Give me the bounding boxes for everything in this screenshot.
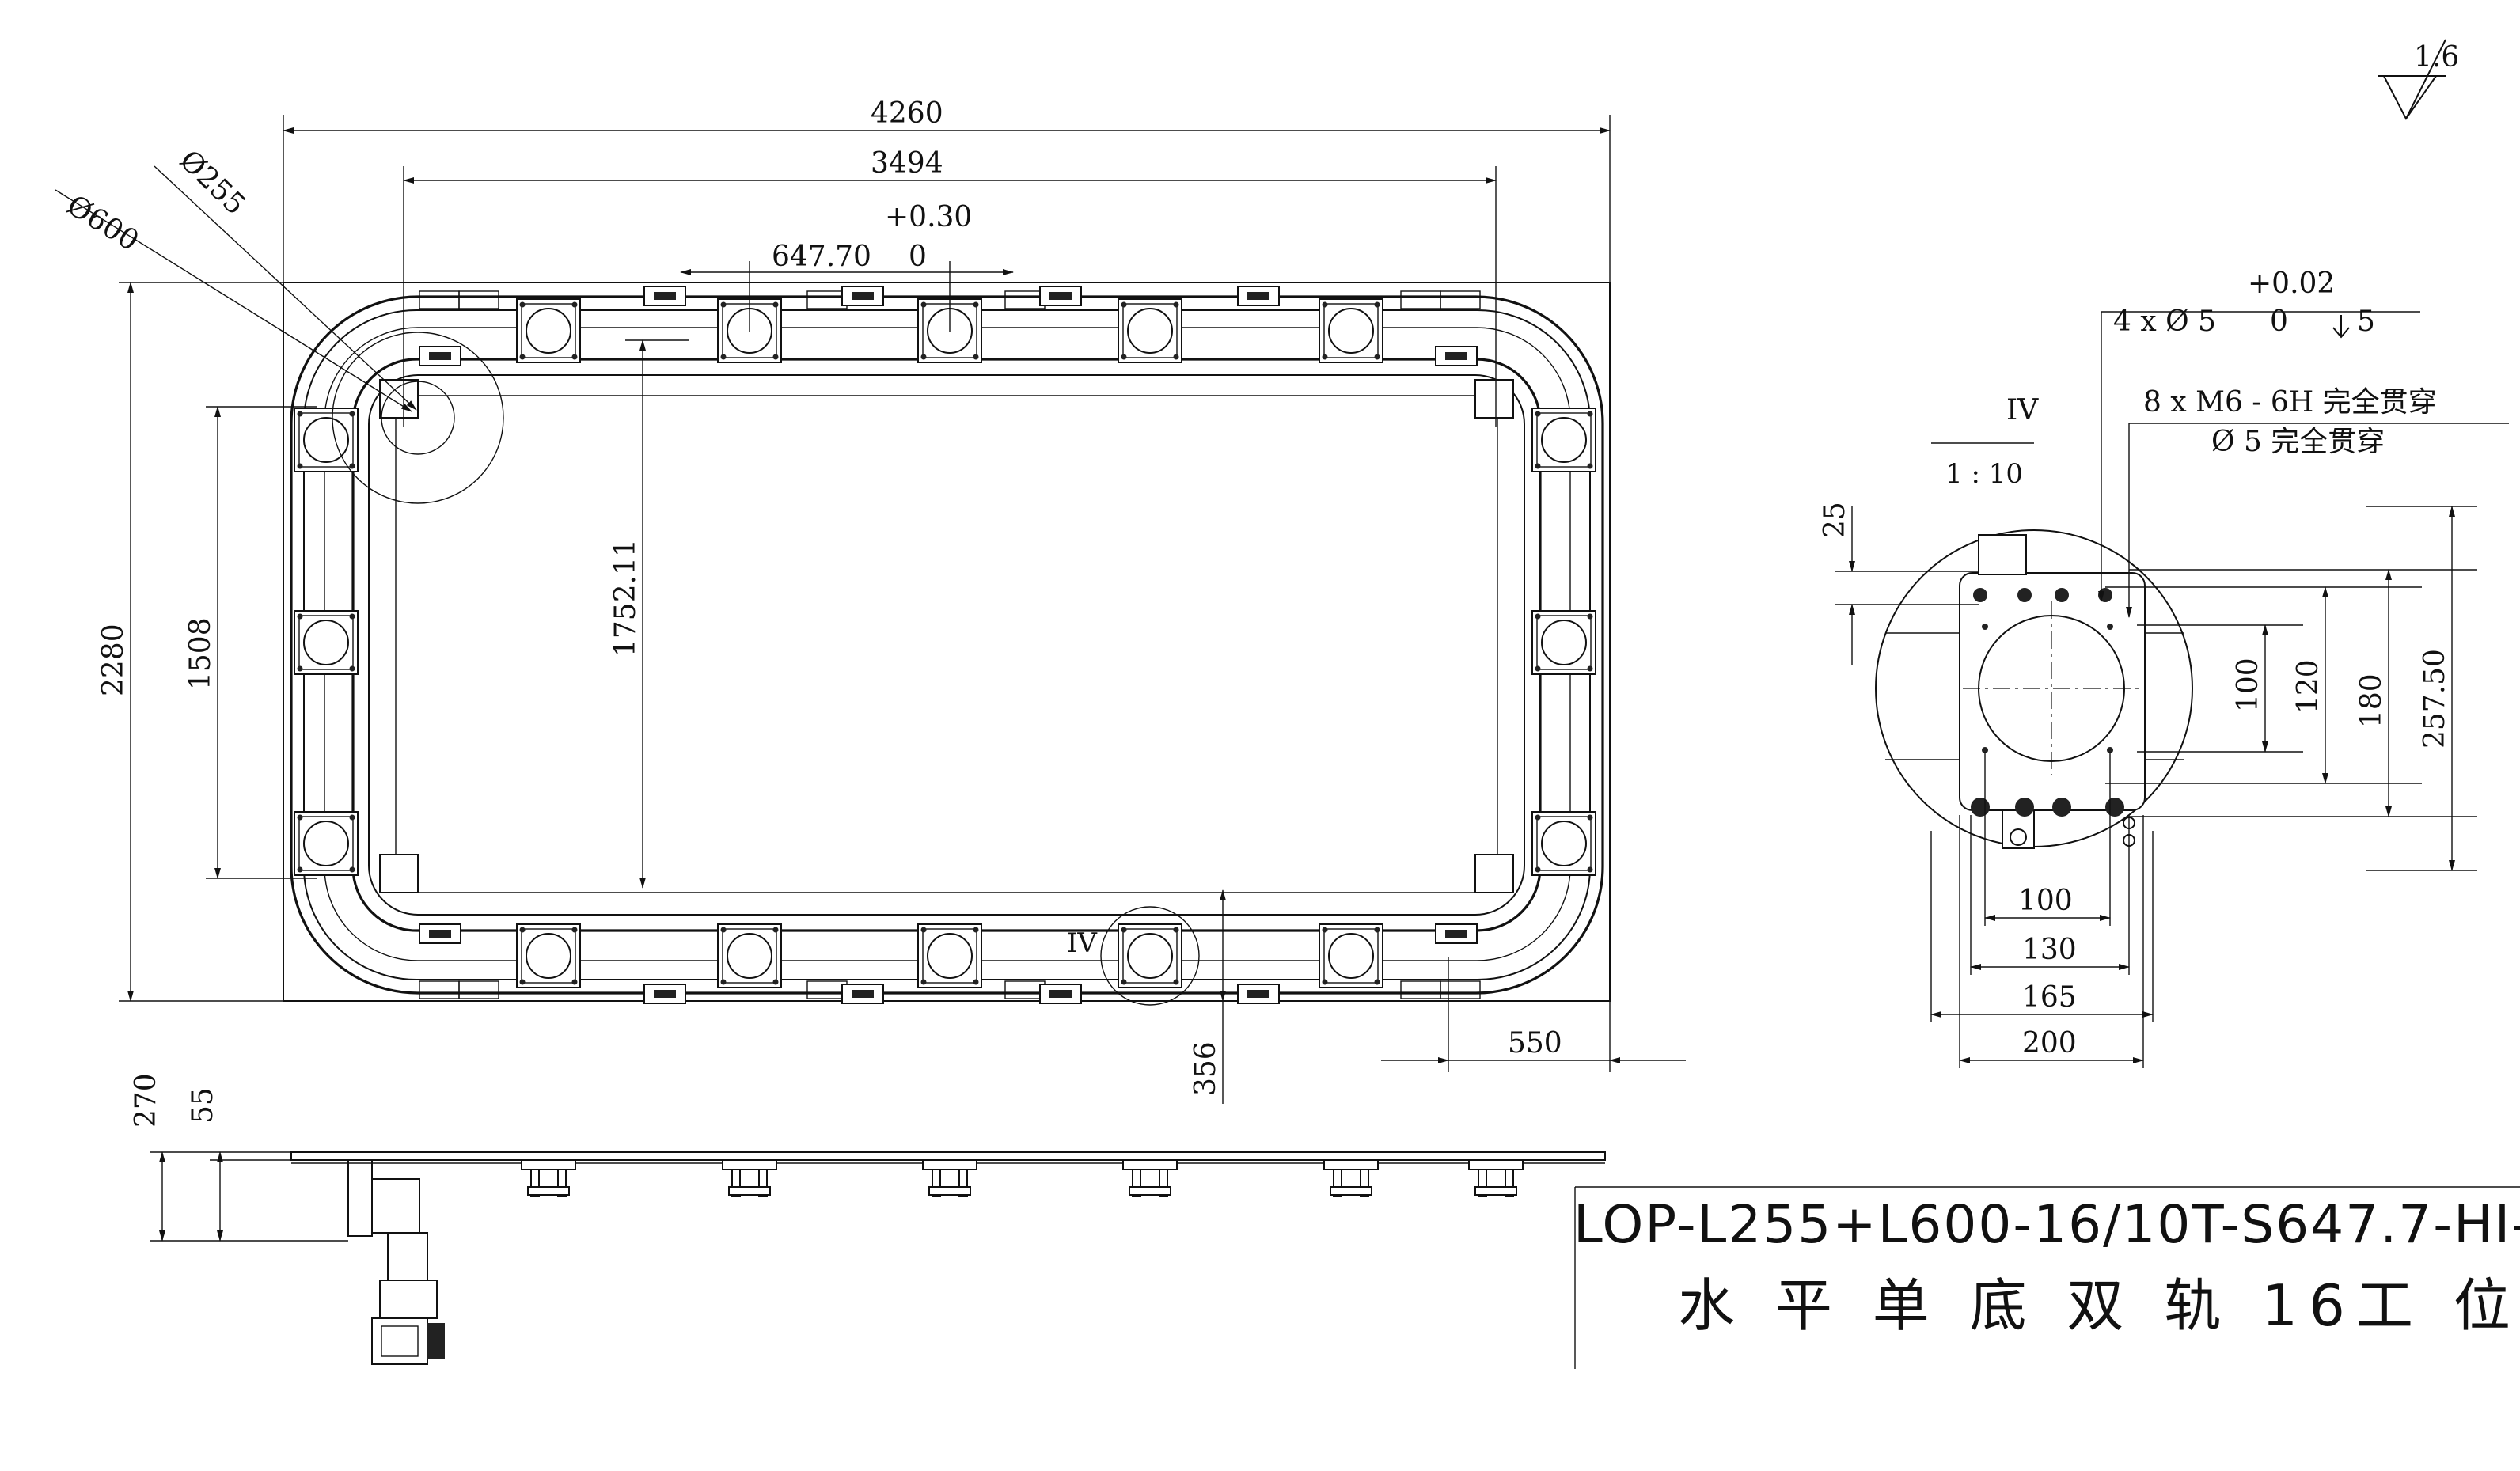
dim-height-plate: 55 (187, 1087, 219, 1124)
dim-overall-height: 2280 (97, 624, 130, 696)
dim-offset-bottom: 356 (1190, 1041, 1222, 1096)
base-plate (283, 282, 1611, 1002)
mounting-holes (1971, 588, 2135, 847)
dim-200: 200 (2022, 1027, 2077, 1060)
title-model-code: LOP-L255+L600-16/10T-S647.7-HI-2 (1573, 1194, 2520, 1255)
main-plan-view: IV Ø600 Ø255 4260 3494 647.70 +0.30 0 22… (55, 97, 1686, 1104)
track-inner (351, 358, 1542, 932)
dim-center-distance: 3494 (871, 147, 943, 180)
drive-motor-unit (347, 1159, 445, 1365)
dim-257-50: 257.50 (2419, 649, 2451, 749)
dim-120: 120 (2292, 659, 2325, 714)
side-plate (290, 1151, 1606, 1161)
dim-pitch-tol-upper: +0.30 (885, 201, 972, 233)
dim-25: 25 (1819, 502, 1851, 538)
corner-blocks (379, 379, 1514, 893)
hole-tol-lower: 0 (2270, 305, 2288, 338)
depth-arrow-icon (2332, 315, 2350, 339)
through-callout: Ø 5 完全贯穿 (2211, 426, 2385, 458)
hole-tol-upper: +0.02 (2248, 267, 2335, 300)
dim-inner-height: 1752.11 (609, 539, 642, 657)
surface-roughness-icon: 1.6 (2378, 39, 2459, 120)
detail-view-label: IV (2006, 394, 2039, 427)
thread-callout: 8 x M6 - 6H 完全贯穿 (2143, 386, 2437, 419)
diameter-600-circle (332, 332, 504, 504)
detail-marker-label: IV (1067, 927, 1098, 959)
track-outer (290, 295, 1604, 995)
dim-pitch-tol-lower: 0 (909, 241, 927, 273)
track-inner-inner-edge (368, 374, 1525, 916)
track-brackets (419, 286, 1478, 1004)
title-block: LOP-L255+L600-16/10T-S647.7-HI-2 水 平 单 底… (1573, 1186, 2520, 1369)
dim-100-horizontal: 100 (2018, 885, 2073, 917)
dim-pitch: 647.70 (772, 241, 871, 273)
diameter-600-label: Ø600 (61, 189, 144, 258)
roughness-value: 1.6 (2414, 41, 2459, 74)
dim-130: 130 (2022, 934, 2077, 966)
diameter-255-circle (381, 381, 455, 455)
side-elevation-view: 270 55 (130, 1073, 1606, 1365)
dim-height-total: 270 (130, 1073, 162, 1128)
stations-bottom (516, 923, 1383, 988)
title-description: 水 平 单 底 双 轨 16工 位 (1678, 1272, 2520, 1339)
dim-100-vertical: 100 (2232, 658, 2264, 712)
track-outer-inner-edge (303, 309, 1591, 980)
stations-right (1531, 408, 1596, 876)
dim-side-pitch: 1508 (184, 617, 217, 690)
detail-view-iv: IV 1 : 10 (1819, 267, 2509, 1068)
detail-circle (1100, 906, 1200, 1006)
dim-180: 180 (2355, 673, 2388, 728)
hole-callout-count: 4 x Ø 5 (2113, 305, 2216, 338)
dim-offset-right: 550 (1508, 1027, 1562, 1060)
diameter-255-label: Ø255 (173, 144, 252, 222)
dim-overall-width: 4260 (871, 97, 943, 130)
hole-depth: 5 (2357, 305, 2375, 338)
inner-opening (395, 395, 1498, 893)
station-plate (1959, 572, 2146, 811)
dim-165: 165 (2022, 981, 2077, 1014)
rail-center-line (324, 327, 1571, 961)
detail-view-scale: 1 : 10 (1945, 458, 2023, 490)
